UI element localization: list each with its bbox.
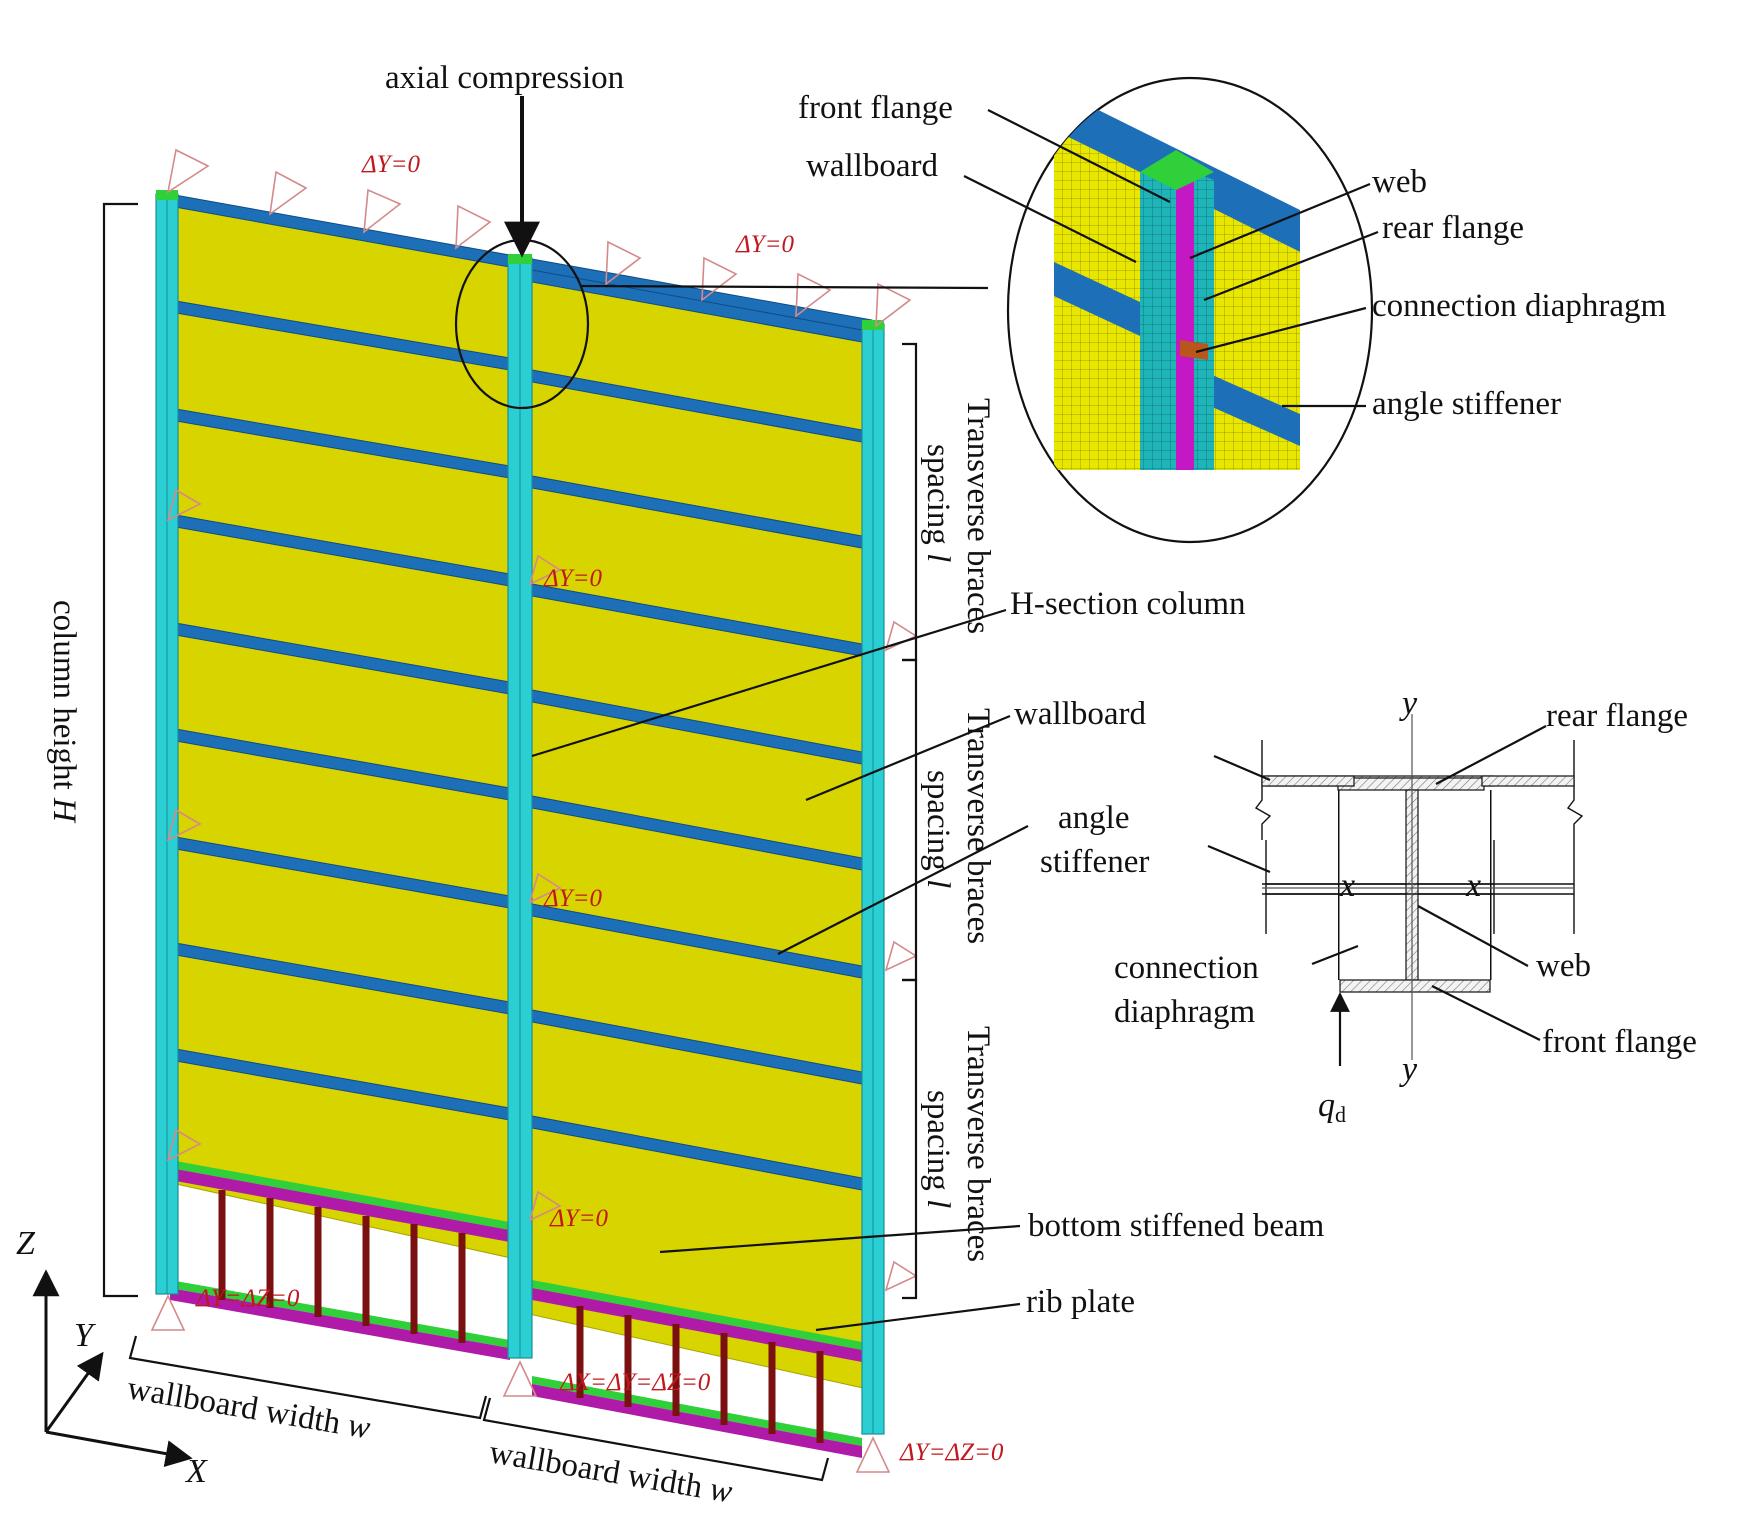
label-rear-flange-zoom: rear flange (1382, 210, 1524, 246)
bc-mid-1: ΔY=0 (543, 565, 602, 592)
section-q: qd (1318, 1087, 1346, 1127)
label-front-flange-zoom: front flange (798, 90, 953, 126)
label-transverse-braces-2: Transverse braces (960, 708, 996, 944)
bc-mid-3: ΔY=0 (549, 1205, 608, 1232)
label-angle-stiffener-zoom: angle stiffener (1372, 386, 1561, 422)
label-wallboard-width-2: wallboard width w (487, 1434, 735, 1510)
support-symbols (150, 148, 918, 1473)
bc-top-left: ΔY=0 (361, 151, 420, 178)
coordinate-axes: Z Y X (16, 1225, 208, 1490)
rib-plates (218, 1190, 824, 1443)
section-label-front-flange: front flange (1542, 1024, 1697, 1060)
label-axial-compression: axial compression (385, 60, 624, 96)
label-transverse-braces-1: Transverse braces (960, 398, 996, 634)
section-label-rear-flange: rear flange (1546, 698, 1688, 734)
section-x-left: x (1339, 867, 1355, 904)
section-front-flange (1339, 979, 1491, 993)
label-connection-diaphragm-zoom: connection diaphragm (1372, 288, 1666, 324)
axis-y: Y (74, 1317, 96, 1354)
spacing-bracket-1 (902, 342, 918, 662)
label-wallboard-zoom: wallboard (806, 148, 938, 184)
bc-base-center: ΔX=ΔY=ΔZ=0 (559, 1369, 711, 1396)
label-wallboard-main: wallboard (1014, 696, 1146, 732)
label-spacing-3: spacing l (920, 1090, 956, 1208)
section-label-connection: connection (1114, 950, 1259, 986)
label-rib-plate: rib plate (1026, 1284, 1135, 1320)
label-bottom-stiffened-beam: bottom stiffened beam (1028, 1208, 1325, 1244)
label-spacing-2: spacing l (920, 770, 956, 888)
wall-model (150, 148, 918, 1473)
spacing-bracket-2 (902, 658, 918, 982)
section-label-web: web (1536, 948, 1591, 984)
axis-x: X (184, 1453, 208, 1490)
width-bracket-2 (482, 1397, 830, 1482)
axis-z: Z (16, 1225, 36, 1262)
column-height-bracket (102, 202, 138, 1298)
section-x-right: x (1465, 867, 1481, 904)
label-stiffener: stiffener (1040, 844, 1149, 880)
label-h-section-column: H-section column (1010, 586, 1246, 622)
section-rear-flange (1337, 777, 1485, 791)
zoom-detail (1006, 76, 1374, 544)
label-wallboard-width-1: wallboard width w (125, 1370, 373, 1446)
bc-top-right: ΔY=0 (735, 231, 794, 258)
bc-mid-2: ΔY=0 (543, 885, 602, 912)
bc-base-right: ΔY=ΔZ=0 (899, 1439, 1004, 1466)
section-y-top: y (1399, 685, 1418, 722)
bottom-stiffened-beam (170, 1160, 862, 1458)
label-column-height: column height H (46, 600, 82, 824)
spacing-bracket-3 (902, 978, 918, 1300)
section-y-bottom: y (1399, 1051, 1418, 1088)
label-web-zoom: web (1372, 164, 1427, 200)
h-section-columns (155, 190, 885, 1435)
label-spacing-1: spacing l (920, 444, 956, 562)
cross-section (1254, 714, 1584, 1066)
width-bracket-1 (128, 1335, 488, 1420)
label-angle: angle (1058, 800, 1129, 836)
label-transverse-braces-3: Transverse braces (960, 1026, 996, 1262)
bc-base-left: ΔY=ΔZ=0 (195, 1285, 300, 1312)
section-label-diaphragm: diaphragm (1114, 994, 1255, 1030)
